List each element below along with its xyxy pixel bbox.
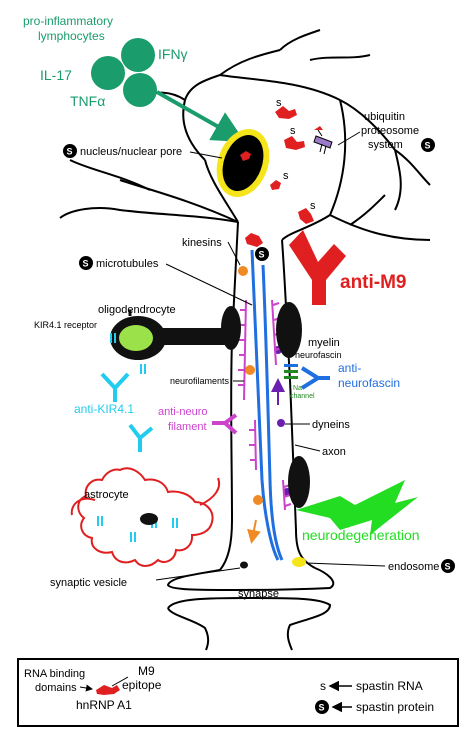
legend-box — [17, 658, 459, 727]
spastin-rna-s-2: s — [290, 125, 296, 137]
legend-rna-line2: domains — [35, 682, 77, 694]
kinesin-arrow — [247, 519, 261, 544]
spastin-rna-s-3: s — [283, 170, 289, 182]
anti-neurofascin-label-1: anti- — [338, 361, 361, 375]
legend-spastin-protein-label: spastin protein — [356, 700, 434, 714]
legend-spastin-protein-icon — [315, 700, 329, 714]
anti-neurofascin-label-2: neurofascin — [338, 376, 400, 390]
axon-label: axon — [322, 446, 346, 458]
spastin-rna-s-1: s — [276, 97, 282, 109]
neuron-cell-body — [59, 29, 431, 241]
nucleus-pointer — [189, 151, 223, 159]
na-channel-label-2: channel — [290, 393, 315, 400]
dyneins-label: dyneins — [312, 419, 350, 431]
neurofilaments-label: neurofilaments — [170, 376, 230, 386]
mt-spastin-letter: S — [259, 250, 265, 260]
anti-m9-antibody-icon — [289, 230, 346, 305]
kinesins-label: kinesins — [182, 237, 222, 249]
legend-spastin-rna-symbol: s — [320, 679, 326, 693]
cytokine-header-line1: pro-inflammatory — [23, 14, 113, 28]
endosome-spastin-protein-icon — [441, 559, 455, 573]
spastin-protein-letter: S — [67, 147, 73, 157]
kinesin-dots — [238, 266, 263, 505]
neurodegeneration-bolt-icon — [296, 480, 418, 535]
endosome-icon — [292, 557, 306, 567]
ubiquitin-pointer — [337, 131, 361, 146]
synaptic-vesicle-icon — [240, 561, 248, 569]
cytokine-arrow — [156, 90, 245, 142]
legend-hnrnp-label: hnRNP A1 — [76, 698, 132, 712]
proteasome-icon — [313, 126, 333, 155]
hnrnp-in-nucleus-icon — [240, 151, 251, 161]
ubiquitin-label-2: proteosome — [361, 125, 419, 137]
oligodendrocyte-label: oligodendrocyte — [98, 304, 176, 316]
microtubules-label: microtubules — [96, 258, 159, 270]
microtubule-spastin-letter: S — [83, 259, 89, 269]
axon-pointer — [294, 444, 321, 452]
anti-kir-label: anti-KIR4.1 — [74, 402, 134, 416]
microtubules-pointer — [165, 263, 253, 306]
hnrnp-blobs — [245, 106, 314, 247]
il17-lymphocyte-icon — [91, 56, 125, 90]
oligodendrocyte — [110, 310, 230, 360]
neurodegeneration-label: neurodegeneration — [302, 527, 420, 543]
synaptic-vesicle-label: synaptic vesicle — [50, 577, 127, 589]
tnf-lymphocyte-icon — [123, 73, 157, 107]
na-channel-icon — [284, 364, 298, 379]
legend-rna-arrow — [79, 684, 93, 692]
astrocyte-label: astrocyte — [84, 489, 129, 501]
tnf-label: TNFα — [70, 93, 105, 109]
microtubule-spastin-protein-icon — [79, 256, 93, 270]
synaptic-vesicle-pointer — [155, 567, 241, 581]
kir-receptor-label: KIR4.1 receptor — [34, 320, 97, 330]
astrocyte — [70, 467, 220, 567]
anti-nf-label-1: anti-neuro — [158, 406, 208, 418]
microtubules — [250, 249, 284, 561]
astrocyte-nucleus — [140, 513, 158, 525]
ubiquitin-spastin-letter: S — [425, 141, 431, 151]
ifn-lymphocyte-icon — [121, 38, 155, 72]
ubiquitin-label-3: system — [368, 139, 403, 151]
axon-outline — [166, 221, 335, 651]
legend-m9-line2: epitope — [122, 678, 162, 692]
legend-rna-line1: RNA binding — [24, 668, 85, 680]
na-channel-label-1: Na⁺ — [293, 385, 306, 392]
spastin-rna-s-4: s — [310, 200, 316, 212]
neurofascin-label: neurofascin — [295, 350, 342, 360]
kinesins-pointer — [227, 241, 241, 266]
legend-hnrnp-icon — [96, 685, 120, 695]
endosome-pointer — [305, 562, 386, 567]
ifn-label: IFNγ — [158, 46, 188, 62]
anti-neurofilament-antibody-icon — [212, 413, 238, 435]
ubiquitin-spastin-protein-icon — [421, 138, 435, 152]
anti-neurofascin-antibody-icon — [300, 366, 330, 390]
mt-spastin-protein-icon — [255, 247, 269, 261]
legend-m9-line1: M9 — [138, 664, 155, 678]
endosome-label: endosome — [388, 561, 439, 573]
anti-nf-label-2: filament — [168, 421, 207, 433]
anti-m9-label: anti-M9 — [340, 272, 407, 293]
il17-label: IL-17 — [40, 67, 72, 83]
anti-kir-antibody-icon — [100, 372, 154, 452]
spastin-protein-icon — [63, 144, 77, 158]
legend-spastin-rna-label: spastin RNA — [356, 679, 423, 693]
synapse-label: synapse — [238, 588, 279, 600]
nucleus — [216, 129, 270, 197]
cytokine-header-line2: lymphocytes — [38, 29, 105, 43]
nucleus-label: nucleus/nuclear pore — [80, 146, 182, 158]
endosome-spastin-letter: S — [445, 562, 451, 572]
legend-spastin-protein-letter: S — [319, 703, 325, 713]
myelin-label: myelin — [308, 337, 340, 349]
kir-receptors — [97, 333, 178, 542]
cytokine-cluster — [91, 38, 245, 142]
legend-m9-pointer — [111, 676, 129, 687]
ubiquitin-label-1: ubiquitin — [364, 111, 405, 123]
